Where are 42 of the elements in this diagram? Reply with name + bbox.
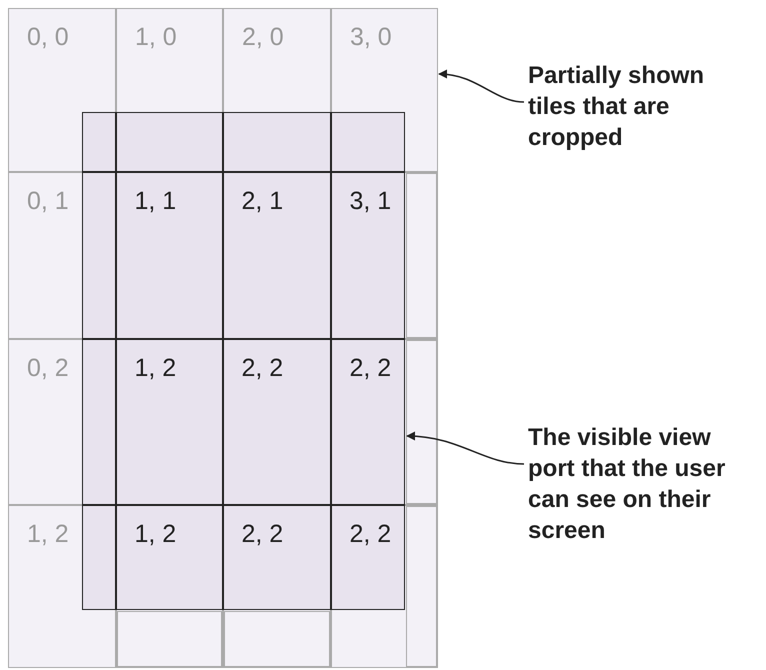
viewport-tile [116, 112, 222, 172]
map-tile [406, 173, 437, 338]
viewport-tile [82, 504, 116, 610]
leader-line [438, 70, 524, 103]
viewport-tile [330, 112, 404, 172]
tile-coordinates: 2, 2 [242, 520, 284, 548]
viewport-tile [116, 338, 222, 504]
tile-coordinates: 0, 0 [27, 23, 69, 52]
viewport-tile [82, 112, 116, 172]
map-tile [117, 611, 222, 667]
map-tile [406, 340, 437, 504]
tile-coordinates: 1, 2 [27, 520, 69, 549]
tile-coordinates: 0, 2 [27, 354, 69, 383]
viewport-tile [330, 172, 404, 338]
tile-coordinates: 1, 1 [134, 186, 176, 216]
tile-coordinates: 2, 2 [350, 520, 392, 548]
tile-coordinates: 0, 1 [27, 187, 69, 216]
map-tile [224, 611, 330, 667]
tile-coordinates: 1, 2 [134, 354, 176, 382]
viewport-frame [82, 112, 405, 610]
viewport-tile [222, 172, 330, 338]
viewport-tile [82, 172, 116, 338]
leader-line [406, 432, 524, 465]
tile-coordinates: 2, 0 [242, 23, 284, 52]
viewport-tile [222, 504, 330, 610]
viewport-tile [330, 504, 404, 610]
tile-coordinates: 2, 2 [242, 354, 284, 382]
tile-coordinates: 2, 2 [350, 354, 392, 382]
tile-coordinates: 3, 1 [350, 186, 392, 216]
viewport-tile [116, 504, 222, 610]
viewport-tile [222, 338, 330, 504]
viewport-tile [82, 338, 116, 504]
tile-coordinates: 3, 0 [350, 23, 392, 52]
tile-coordinates: 2, 1 [242, 186, 284, 216]
viewport-tile [330, 338, 404, 504]
tile-coordinates: 1, 0 [135, 23, 177, 52]
viewport-tile [116, 172, 222, 338]
viewport-tile [222, 112, 330, 172]
map-tile [406, 506, 437, 667]
tile-coordinates: 1, 2 [134, 520, 176, 548]
callout-text: Partially shown tiles that are cropped [528, 60, 746, 153]
callout-text: The visible view port that the user can see on their screen [528, 422, 746, 546]
